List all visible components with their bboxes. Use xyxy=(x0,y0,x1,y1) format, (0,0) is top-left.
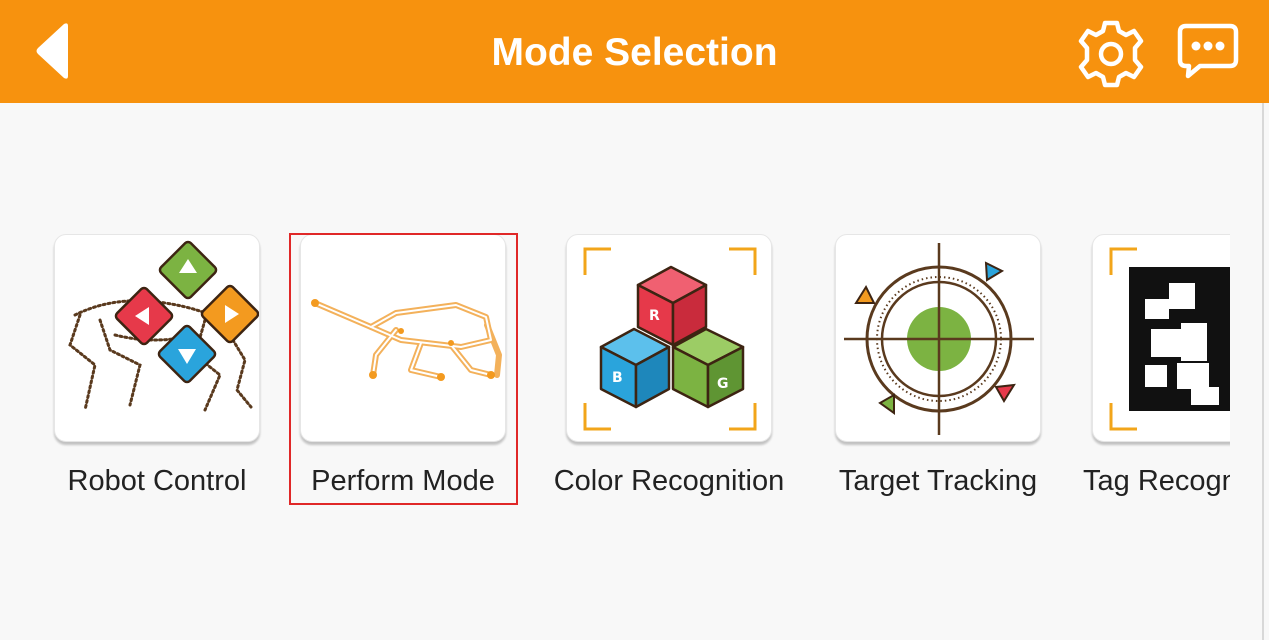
mode-card-target-tracking[interactable] xyxy=(835,234,1041,442)
mode-card-tag-recognition[interactable] xyxy=(1092,234,1230,442)
gear-icon xyxy=(1078,20,1144,88)
svg-text:G: G xyxy=(717,376,729,392)
back-button[interactable] xyxy=(28,20,78,82)
header-bar: Mode Selection xyxy=(0,0,1269,103)
mode-card-perform-mode[interactable] xyxy=(300,234,506,442)
mode-label[interactable]: Target Tracking xyxy=(838,465,1038,497)
divider xyxy=(1262,103,1264,640)
perform-mode-icon xyxy=(311,299,502,381)
mode-card-color-recognition[interactable]: R B G xyxy=(566,234,772,442)
svg-text:R: R xyxy=(649,308,660,324)
mode-list[interactable]: Robot Control xyxy=(0,103,1230,640)
settings-button[interactable] xyxy=(1072,18,1150,90)
chat-bubble-icon xyxy=(1177,23,1239,79)
color-recognition-icon: R B G xyxy=(583,247,757,431)
mode-label[interactable]: Color Recognition xyxy=(553,465,785,497)
mode-label[interactable]: Tag Recognition xyxy=(1083,465,1230,497)
robot-control-icon xyxy=(68,240,259,412)
mode-label[interactable]: Perform Mode xyxy=(311,465,495,497)
target-tracking-icon xyxy=(844,243,1034,435)
mode-label[interactable]: Robot Control xyxy=(67,465,247,497)
svg-text:B: B xyxy=(612,370,623,386)
back-arrow-icon xyxy=(36,23,68,79)
chat-button[interactable] xyxy=(1176,22,1240,82)
tag-recognition-icon xyxy=(1109,247,1230,431)
mode-card-robot-control[interactable] xyxy=(54,234,260,442)
